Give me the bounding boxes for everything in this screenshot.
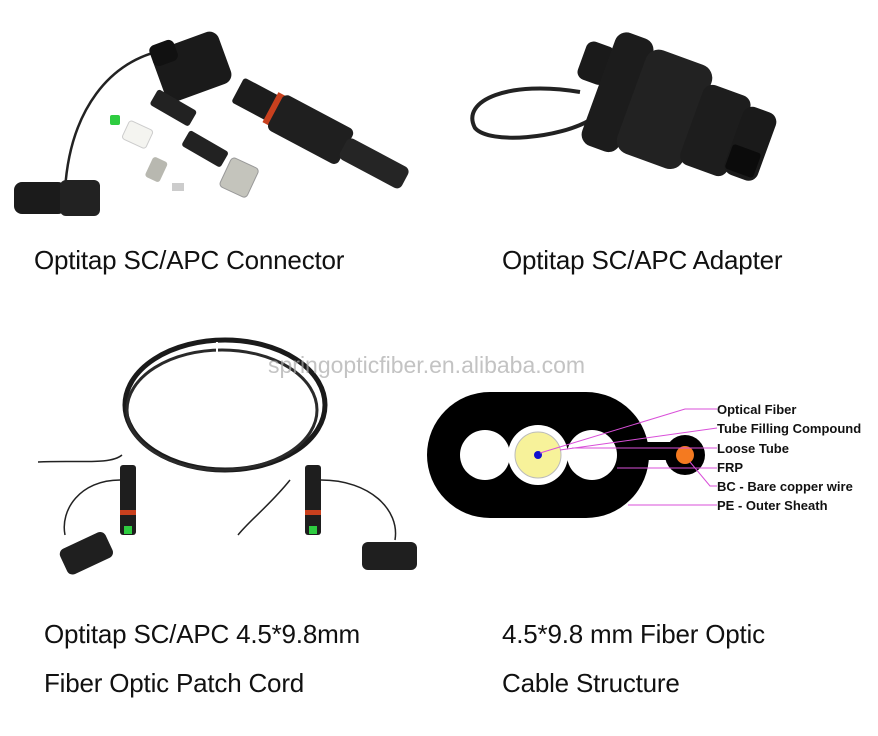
label-loose-tube: Loose Tube — [717, 441, 789, 456]
patch-cord-image — [0, 330, 430, 590]
label-frp: FRP — [717, 460, 743, 475]
adapter-caption: Optitap SC/APC Adapter — [502, 245, 783, 275]
connector-caption: Optitap SC/APC Connector — [34, 245, 345, 275]
patch-cord-caption-line1: Optitap SC/APC 4.5*9.8mm — [44, 619, 360, 649]
cable-structure-caption-line1: 4.5*9.8 mm Fiber Optic — [502, 619, 765, 649]
patch-cord-caption-line2: Fiber Optic Patch Cord — [44, 668, 305, 698]
connector-image — [0, 20, 420, 220]
cable-structure-caption-line2: Cable Structure — [502, 668, 680, 698]
adapter-image — [450, 20, 850, 220]
label-outer-sheath: PE - Outer Sheath — [717, 498, 828, 513]
label-optical-fiber: Optical Fiber — [717, 402, 796, 417]
watermark: springopticfiber.en.alibaba.com — [268, 352, 586, 378]
label-tube-filling-compound: Tube Filling Compound — [717, 421, 861, 436]
cable-structure-diagram: Optical Fiber Tube Filling Compound Loos… — [420, 380, 878, 530]
label-bare-copper-wire: BC - Bare copper wire — [717, 479, 853, 494]
